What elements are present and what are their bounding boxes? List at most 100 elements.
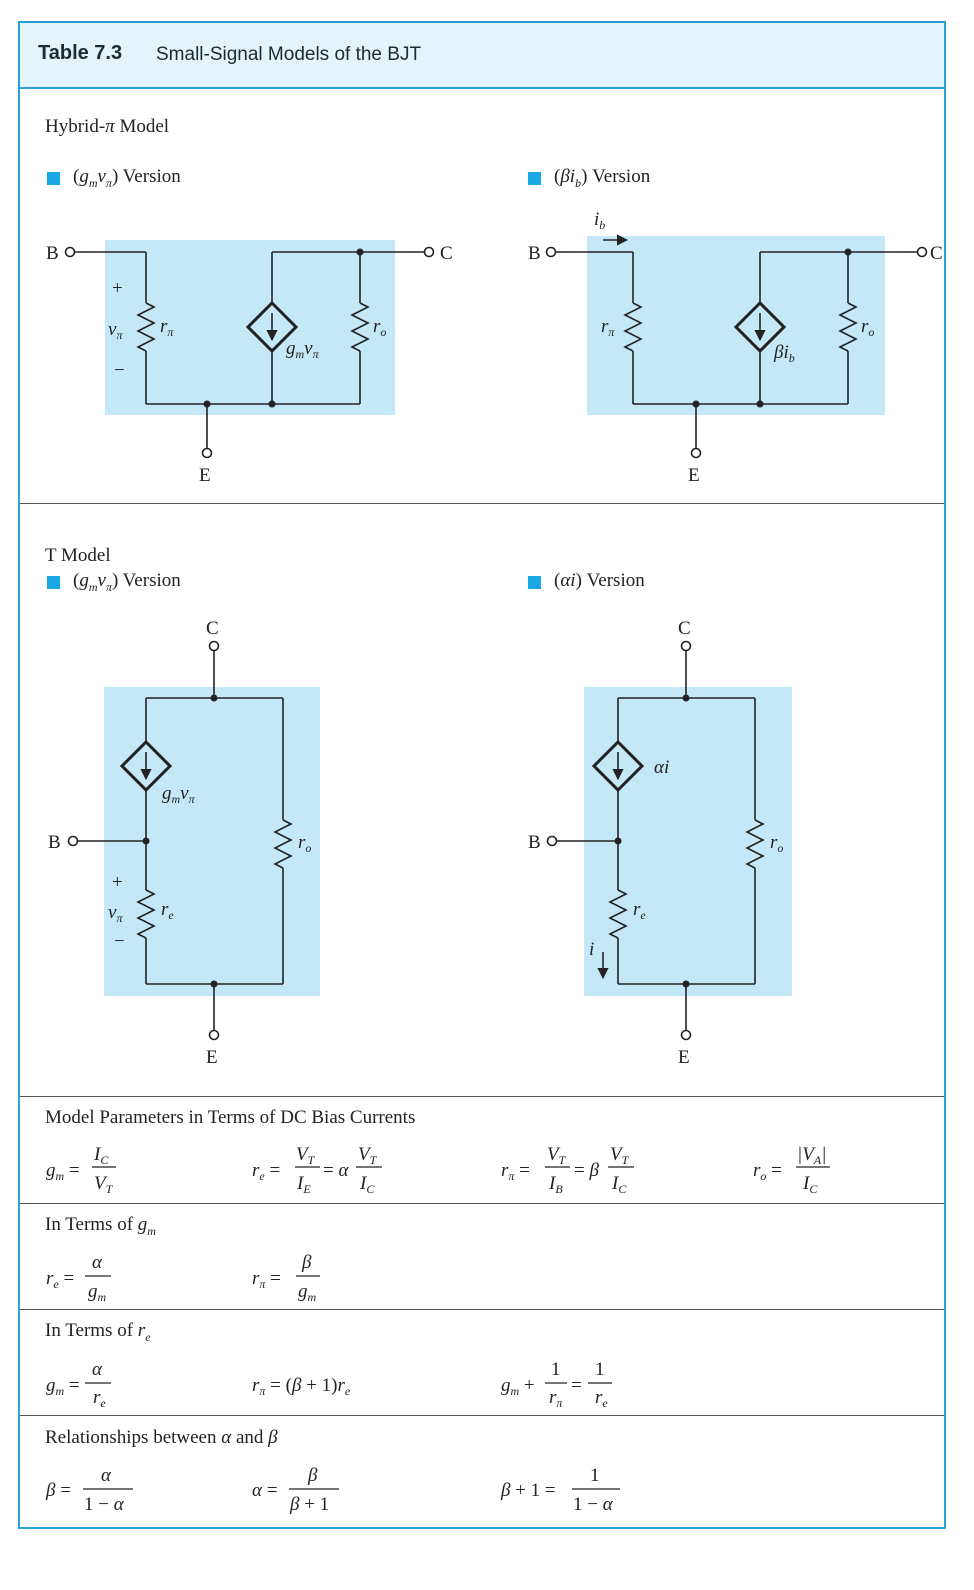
- svg-text:VT: VT: [358, 1144, 378, 1167]
- bullet-square: [47, 172, 60, 185]
- collector-terminal: [423, 246, 435, 258]
- svg-text:gm +: gm +: [501, 1375, 535, 1398]
- svg-text:E: E: [199, 465, 211, 486]
- svg-text:re: re: [595, 1387, 608, 1410]
- svg-text:αi: αi: [654, 757, 669, 778]
- svg-text:B: B: [48, 832, 61, 853]
- bullet-square: [47, 576, 60, 589]
- svg-text:gm: gm: [88, 1281, 107, 1304]
- emitter-terminal: [201, 447, 213, 459]
- params-heading: Model Parameters in Terms of DC Bias Cur…: [45, 1107, 416, 1128]
- svg-text:IC: IC: [802, 1173, 818, 1196]
- svg-text:1: 1: [595, 1359, 605, 1380]
- svg-text:ro =: ro =: [753, 1160, 782, 1183]
- svg-text:E: E: [206, 1047, 218, 1068]
- svg-text:rπ =: rπ =: [501, 1160, 530, 1183]
- r-e-resistor: [608, 889, 628, 939]
- svg-text:rπ: rπ: [549, 1387, 563, 1410]
- ab-section-heading: Relationships between α and β: [45, 1427, 278, 1448]
- svg-text:i: i: [589, 939, 594, 960]
- svg-text:IC: IC: [611, 1173, 627, 1196]
- svg-text:gmvπ: gmvπ: [286, 338, 320, 361]
- svg-text:1: 1: [551, 1359, 561, 1380]
- svg-text:|VA|: |VA|: [797, 1144, 826, 1167]
- collector-terminal: [916, 246, 928, 258]
- svg-text:rπ =: rπ =: [252, 1268, 281, 1291]
- svg-text:IC: IC: [93, 1144, 109, 1167]
- table-title: Small-Signal Models of the BJT: [156, 44, 422, 65]
- svg-text:B: B: [528, 832, 541, 853]
- svg-text:gm =: gm =: [46, 1375, 80, 1398]
- svg-text:re =: re =: [252, 1160, 280, 1183]
- svg-text:C: C: [930, 243, 943, 264]
- svg-text:re =: re =: [46, 1268, 74, 1291]
- svg-text:β: β: [301, 1252, 312, 1273]
- svg-text:VT: VT: [94, 1173, 114, 1196]
- svg-text:C: C: [206, 618, 219, 639]
- tmodel-heading: T Model: [45, 545, 111, 566]
- r-o-resistor: [745, 819, 765, 869]
- base-terminal: [545, 246, 557, 258]
- hybrid-pi-beta-circuit: [545, 234, 928, 459]
- base-terminal: [546, 835, 558, 847]
- svg-text:rπ = (β + 1)re: rπ = (β + 1)re: [252, 1375, 351, 1398]
- svg-text:−: −: [114, 931, 125, 952]
- svg-text:IC: IC: [359, 1173, 375, 1196]
- r-pi-resistor: [623, 302, 643, 352]
- hybrid-heading: Hybrid-π Model: [45, 116, 170, 137]
- table-number: Table 7.3: [38, 42, 123, 64]
- svg-text:β + 1: β + 1: [289, 1494, 329, 1515]
- svg-text:+: +: [112, 872, 123, 893]
- svg-text:gm: gm: [298, 1281, 317, 1304]
- divider: [20, 503, 944, 504]
- collector-terminal: [680, 640, 692, 652]
- svg-text:= β: = β: [574, 1160, 599, 1181]
- t-model-alpha-circuit: [546, 640, 792, 1041]
- svg-text:gm =: gm =: [46, 1160, 80, 1183]
- svg-text:ib: ib: [594, 209, 605, 232]
- fraction-bars: [83, 1166, 830, 1490]
- svg-text:β: β: [307, 1465, 318, 1486]
- gm-section-heading: In Terms of gm: [45, 1214, 156, 1238]
- r-pi-resistor: [136, 302, 156, 352]
- svg-text:+: +: [112, 278, 123, 299]
- divider: [20, 1096, 944, 1097]
- bullet-square: [528, 172, 541, 185]
- tmodel-left-version: (gmvπ) Version: [73, 570, 181, 594]
- svg-text:α: α: [92, 1252, 103, 1273]
- hybrid-pi-gm-circuit: [64, 240, 435, 459]
- svg-text:−: −: [114, 360, 125, 381]
- svg-text:E: E: [688, 465, 700, 486]
- divider: [20, 1203, 944, 1204]
- svg-text:B: B: [46, 243, 59, 264]
- divider: [20, 1309, 944, 1310]
- hybrid-right-version: (βib) Version: [554, 166, 651, 190]
- svg-text:C: C: [678, 618, 691, 639]
- re-section-heading: In Terms of re: [45, 1320, 151, 1344]
- svg-text:= α: = α: [323, 1160, 349, 1181]
- table-header: Table 7.3 Small-Signal Models of the BJT: [20, 23, 944, 89]
- svg-text:VT: VT: [610, 1144, 630, 1167]
- svg-text:α =: α =: [252, 1480, 277, 1501]
- svg-text:IE: IE: [296, 1173, 311, 1196]
- svg-text:α: α: [92, 1359, 103, 1380]
- t-model-gm-circuit: [67, 640, 320, 1041]
- svg-text:gmvπ: gmvπ: [162, 783, 196, 806]
- base-terminal: [64, 246, 76, 258]
- emitter-terminal: [680, 1029, 692, 1041]
- svg-text:β =: β =: [45, 1480, 71, 1501]
- svg-text:=: =: [571, 1375, 582, 1396]
- r-o-resistor: [838, 302, 858, 352]
- svg-text:1: 1: [590, 1465, 600, 1486]
- svg-text:re: re: [93, 1387, 106, 1410]
- svg-text:VT: VT: [296, 1144, 316, 1167]
- hybrid-left-version: (gmvπ) Version: [73, 166, 181, 190]
- emitter-terminal: [208, 1029, 220, 1041]
- svg-text:C: C: [440, 243, 453, 264]
- r-o-resistor: [273, 819, 293, 869]
- svg-text:VT: VT: [547, 1144, 567, 1167]
- svg-text:B: B: [528, 243, 541, 264]
- tmodel-right-version: (αi) Version: [554, 570, 645, 591]
- r-e-resistor: [136, 889, 156, 939]
